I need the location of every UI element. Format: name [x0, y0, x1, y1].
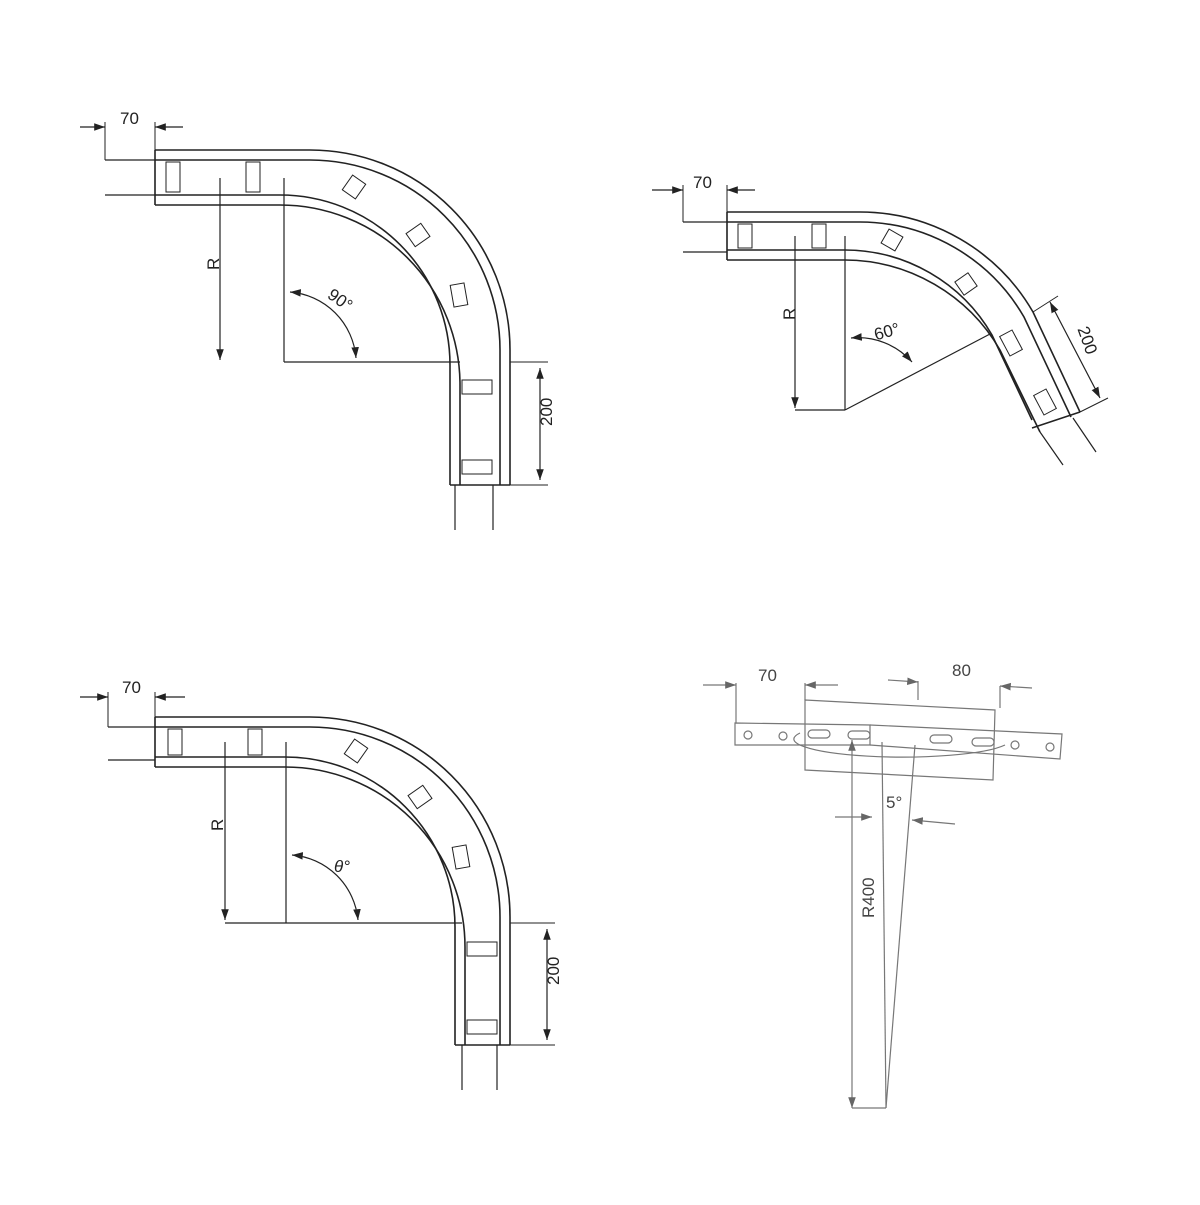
- segment-5-angle-label: 5°: [886, 793, 902, 812]
- right-strip: [869, 724, 1063, 760]
- bend-60-width-label: 70: [693, 173, 712, 192]
- inner-rail: [155, 766, 466, 1045]
- bend-theta-angle-label: θ°: [334, 857, 350, 876]
- bend-90-length-label: 200: [537, 398, 556, 426]
- inner-rail-outer-edge: [155, 756, 456, 1045]
- outer-rail: [155, 716, 511, 1045]
- outer-rail-inner-edge: [155, 726, 501, 1045]
- segment-5-radius-label: R400: [859, 877, 878, 918]
- bend-90-angle-label: 90°: [324, 285, 356, 315]
- outer-rail: [727, 211, 1081, 413]
- tie: [165, 161, 181, 193]
- outer-rail-inner-edge: [155, 159, 501, 485]
- inner-rail: [727, 259, 1041, 433]
- outer-rail: [155, 149, 511, 485]
- bend-60-radius-label: R: [780, 308, 799, 320]
- inner-rail-outer-edge: [155, 194, 451, 485]
- bend-90-radius-label: R: [204, 258, 223, 270]
- bend-60-angle-label: 60°: [872, 319, 902, 344]
- inner-rail-outer-edge: [727, 249, 1033, 421]
- bend-90-width-label: 70: [120, 109, 139, 128]
- bend-90-drawing: [80, 122, 548, 530]
- left-strip: [734, 722, 871, 746]
- bend-60-length-label: 200: [1073, 324, 1101, 357]
- connector-plate: [804, 699, 996, 781]
- tie: [737, 223, 753, 249]
- bend-60-drawing: [652, 185, 1109, 466]
- bend-theta-drawing: [80, 692, 555, 1090]
- bend-theta-length-label: 200: [544, 957, 563, 985]
- bend-theta-width-label: 70: [122, 678, 141, 697]
- tie: [167, 728, 183, 756]
- inner-rail: [155, 204, 461, 485]
- outer-rail-inner-edge: [727, 221, 1072, 418]
- bend-theta-radius-label: R: [208, 819, 227, 831]
- segment-5-second-width-label: 80: [952, 661, 971, 680]
- segment-5-drawing: [703, 677, 1063, 1109]
- segment-5-width-label: 70: [758, 666, 777, 685]
